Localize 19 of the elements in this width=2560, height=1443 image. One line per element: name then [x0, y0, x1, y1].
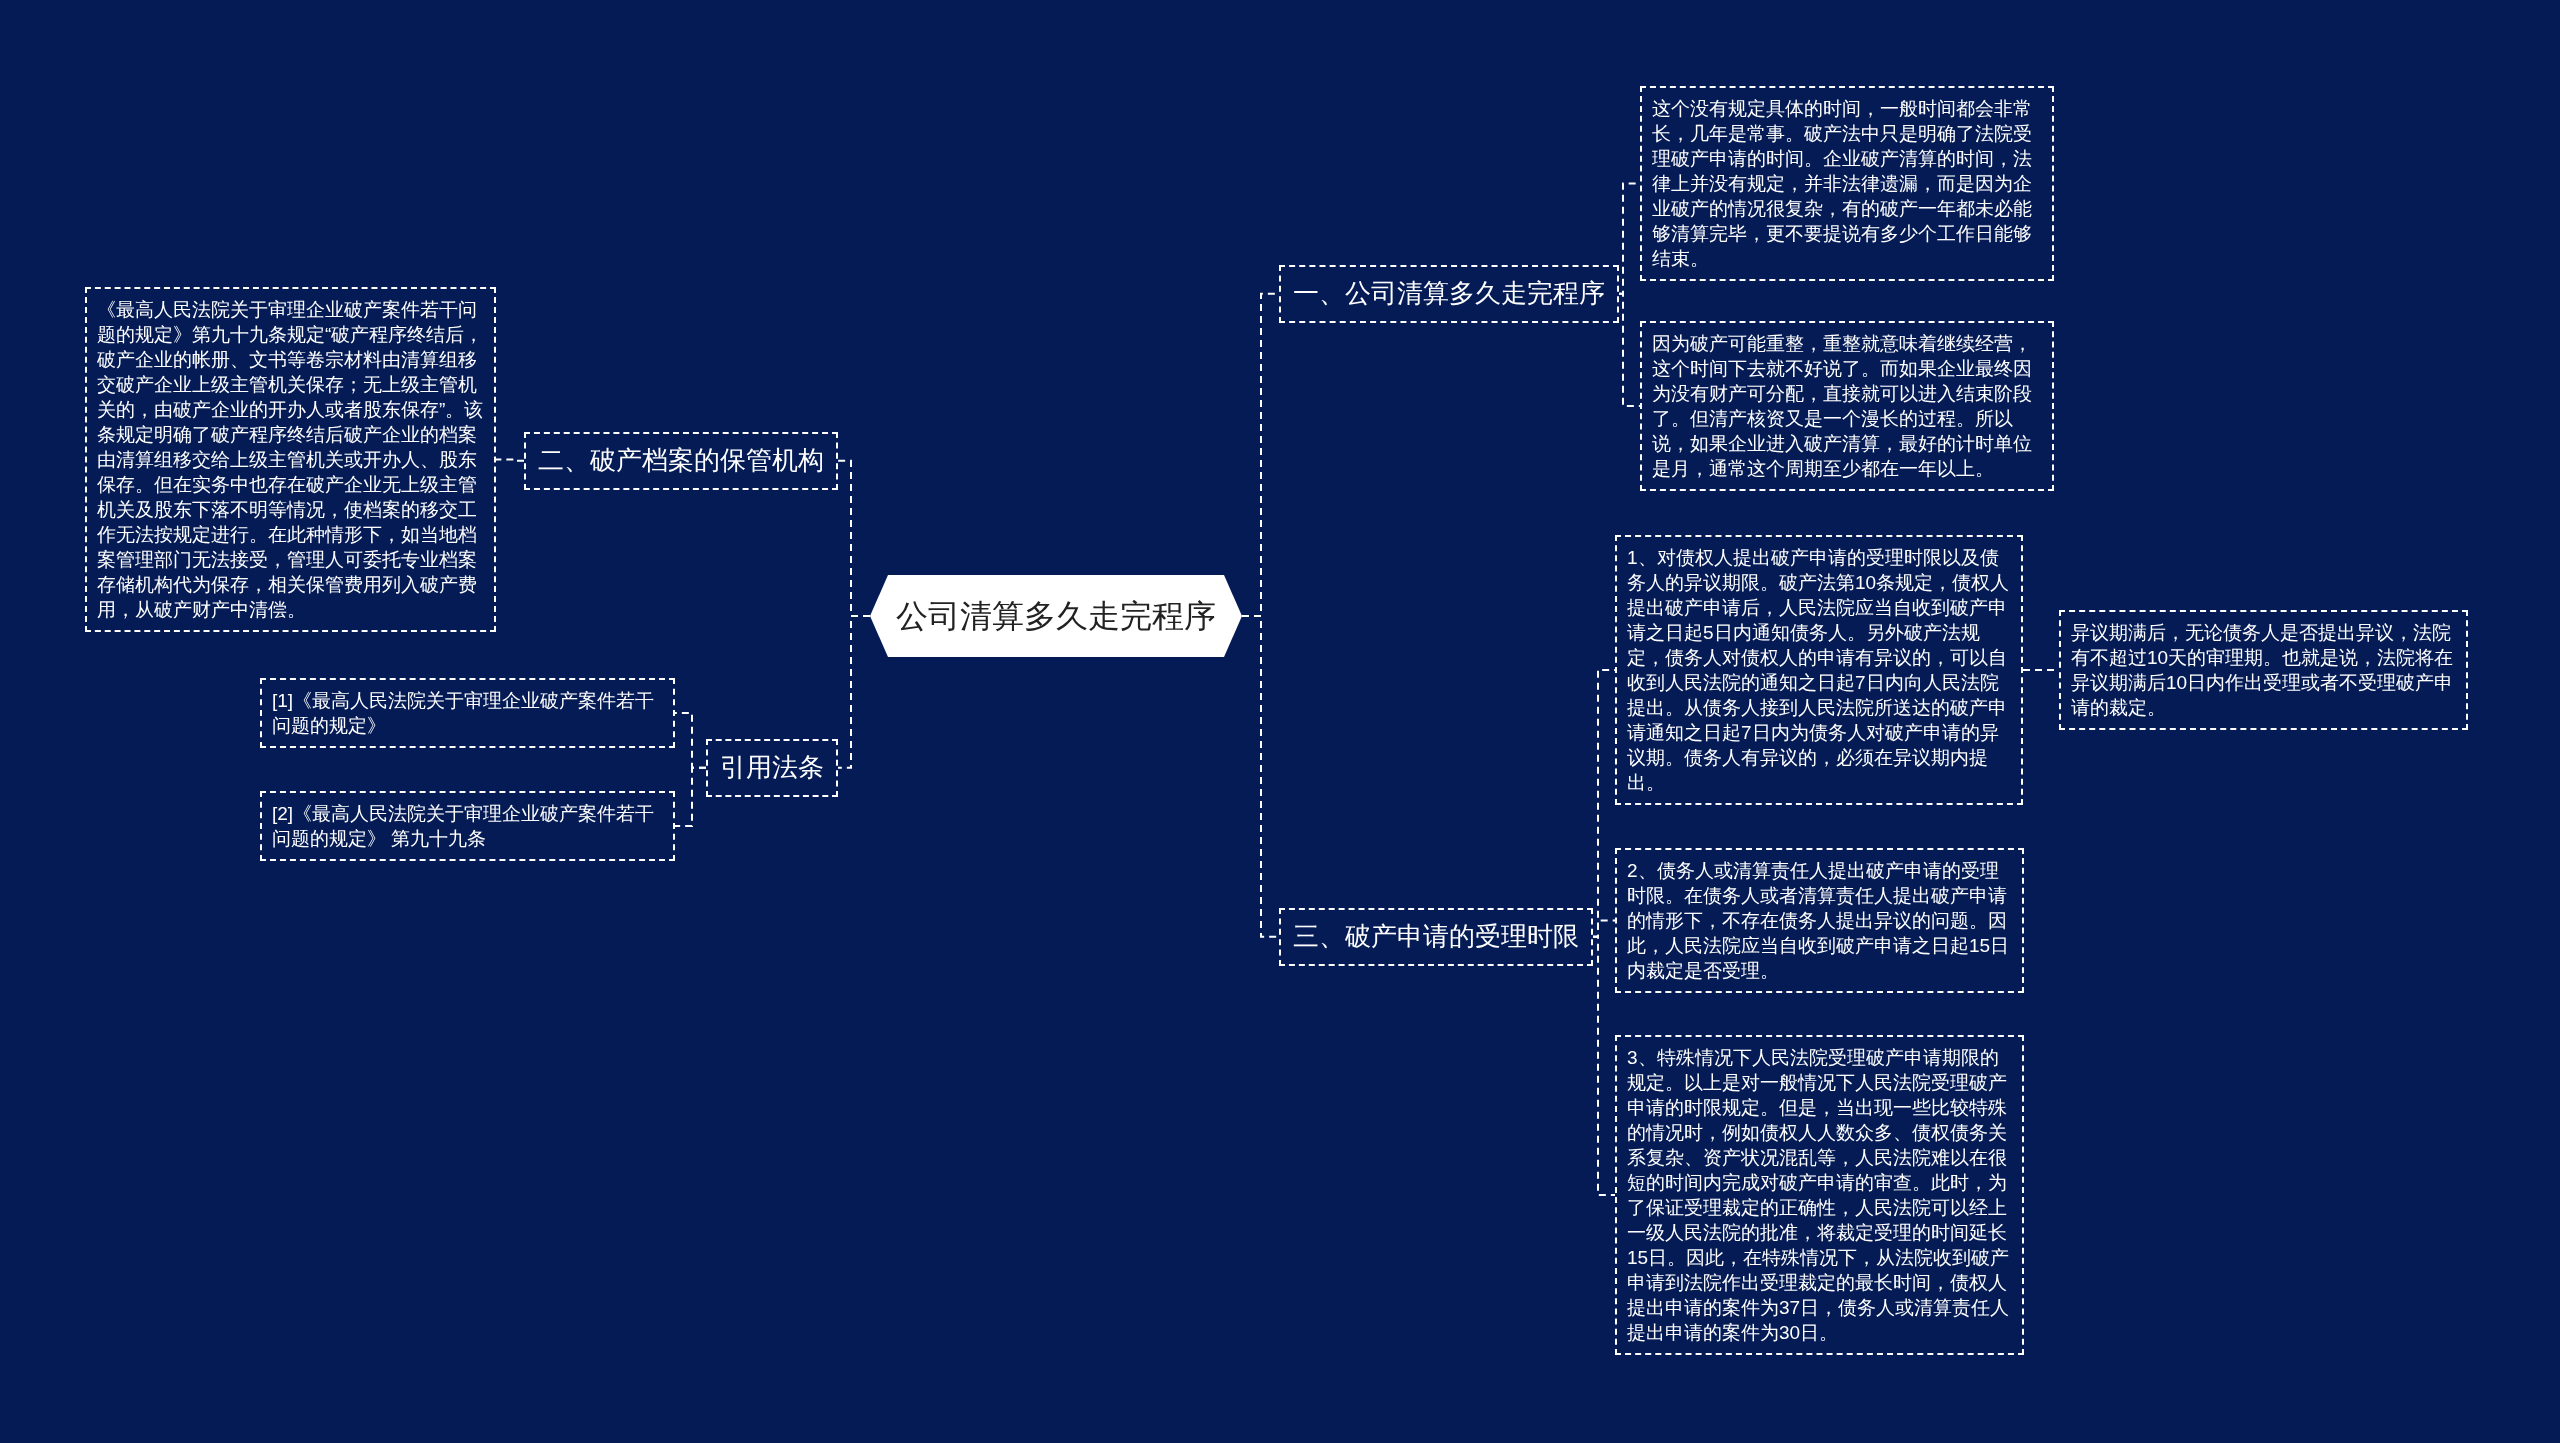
connector-line — [837, 615, 871, 769]
detail-note: 因为破产可能重整，重整就意味着继续经营，这个时间下去就不好说了。而如果企业最终因为没有财产可分配，直接就可以进入结束阶段了。但清产核资又是一个漫长的过程。所以说，如果企业进入破产清算，最好的计时单位是月，通常这个周期至少都在一年以上。 — [1640, 321, 2054, 491]
connector-line — [1618, 292, 1641, 407]
detail-note: [2]《最高人民法院关于审理企业破产案件若干问题的规定》 第九十九条 — [260, 791, 675, 861]
branch-topic: 一、公司清算多久走完程序 — [1279, 265, 1619, 323]
detail-note: 《最高人民法院关于审理企业破产案件若干问题的规定》第九十九条规定“破产程序终结后，破产企业的帐册、文书等卷宗材料由清算组移交破产企业上级主管机关保存；无上级主管机关的，由破产企业的开办人或者股东保存”。该条规定明确了破产程序终结后破产企业的档案由清算组移交给上级主管机关或开办人、股东保存。但在实务中也存在破产企业无上级主管机关及股东下落不明等情况，使档案的移交工作无法按规定进行。在此种情形下，如当地档案管理部门无法接受，管理人可委托专业档案存储机构代为保存，相关保管费用列入破产费用，从破产财产中清偿。 — [85, 287, 496, 632]
detail-note: 这个没有规定具体的时间，一般时间都会非常长，几年是常事。破产法中只是明确了法院受理破产申请的时间。企业破产清算的时间，法律上并没有规定，并非法律遗漏，而是因为企业破产的情况很复杂，有的破产一年都未必能够清算完毕，更不要提说有多少个工作日能够结束。 — [1640, 86, 2054, 281]
connector-line — [674, 766, 707, 827]
branch-topic: 引用法条 — [706, 739, 838, 797]
detail-note: 异议期满后，无论债务人是否提出异议，法院有不超过10天的审理期。也就是说，法院将在异议期满后10日内作出受理或者不受理破产申请的裁定。 — [2059, 610, 2468, 730]
detail-note: 2、债务人或清算责任人提出破产申请的受理时限。在债务人或者清算责任人提出破产申请的情形下，不存在债务人提出异议的问题。因此，人民法院应当自收到破产申请之日起15日内裁定是否受理。 — [1615, 848, 2024, 993]
branch-topic: 三、破产申请的受理时限 — [1279, 908, 1593, 966]
connector-line — [495, 458, 525, 462]
detail-note: 3、特殊情况下人民法院受理破产申请期限的规定。以上是对一般情况下人民法院受理破产申请的时限规定。但是，当出现一些比较特殊的情况时，例如债权人人数众多、债权债务关系复杂、资产状况混乱等，人民法院难以在很短的时间内完成对破产申请的审查。此时，为了保证受理裁定的正确性，人民法院可以经上一级人民法院的批准，将裁定受理的时间延长15日。因此，在特殊情况下，从法院收到破产申请到法院作出受理裁定的最长时间，债权人提出申请的案件为37日，债务人或清算责任人提出申请的案件为30日。 — [1615, 1035, 2024, 1355]
detail-note: [1]《最高人民法院关于审理企业破产案件若干问题的规定》 — [260, 678, 675, 748]
branch-topic: 二、破产档案的保管机构 — [524, 432, 838, 490]
connector-line — [1592, 935, 1616, 1196]
central-topic: 公司清算多久走完程序 — [870, 575, 1242, 657]
detail-note: 1、对债权人提出破产申请的受理时限以及债务人的异议期限。破产法第10条规定，债权人提出破产申请后，人民法院应当自收到破产申请之日起5日内通知债务人。另外破产法规定，债务人对债权人的申请有异议的，可以自收到人民法院的通知之日起7日内向人民法院提出。从债务人接到人民法院所送达的破产申请通知之日起7日内为债务人对破产申请的异议期。债务人有异议的，必须在异议期内提出。 — [1615, 535, 2023, 805]
